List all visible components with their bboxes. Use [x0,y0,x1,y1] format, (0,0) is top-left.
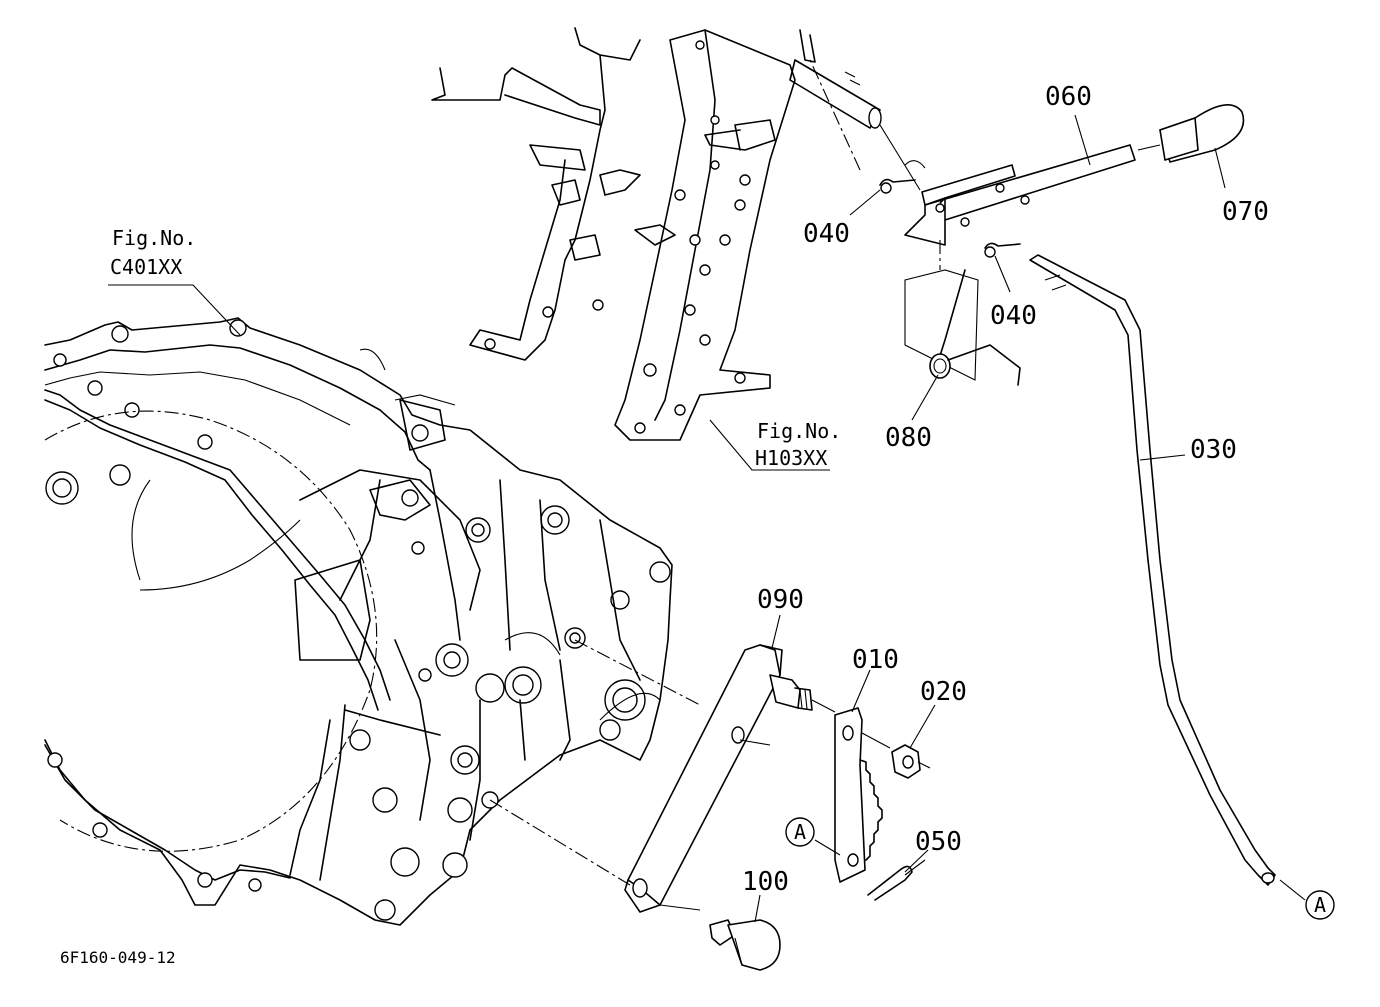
part-060-lever [879,124,1136,246]
marker-a-right: A [1305,890,1335,920]
leader-lines [108,114,1306,923]
fig-ref-h103: Fig.No. H103XX [755,419,841,470]
frame-bracket [431,27,882,441]
fig-ref-c401: Fig.No. C401XX [110,226,196,279]
callout-010: 010 [852,645,899,675]
part-070-grip [1137,104,1245,163]
callout-050: 050 [915,827,962,857]
part-050-pin [867,859,926,901]
part-020-nut [891,744,931,779]
fig-ref-caption: Fig.No. [112,226,196,250]
part-100-knob [709,919,781,971]
callout-060: 060 [1045,82,1092,112]
marker-a-left: A [785,817,815,847]
callout-070: 070 [1222,197,1269,227]
marker-letter: A [1314,893,1326,917]
callout-020: 020 [920,677,967,707]
part-090-arm [624,644,836,913]
callout-080: 080 [885,423,932,453]
marker-letter: A [794,820,806,844]
part-040-pin-upper [879,178,916,194]
part-040-pin-lower [984,242,1021,258]
callout-090: 090 [757,585,804,615]
part-080-spring [904,269,1021,386]
part-030-rod [1029,254,1276,886]
callouts: 010 020 030 040 040 050 060 070 080 090 … [742,82,1269,897]
drawing-code: 6F160-049-12 [60,948,176,967]
callout-030: 030 [1190,435,1237,465]
fig-ref-number: H103XX [755,446,827,470]
callout-100: 100 [742,867,789,897]
callout-040-upper: 040 [803,219,850,249]
transmission-housing [44,317,673,926]
fig-ref-number: C401XX [110,255,182,279]
callout-040-lower: 040 [990,301,1037,331]
part-010-plate [834,707,891,883]
fig-ref-caption: Fig.No. [757,419,841,443]
assembly-centerlines [489,59,941,886]
